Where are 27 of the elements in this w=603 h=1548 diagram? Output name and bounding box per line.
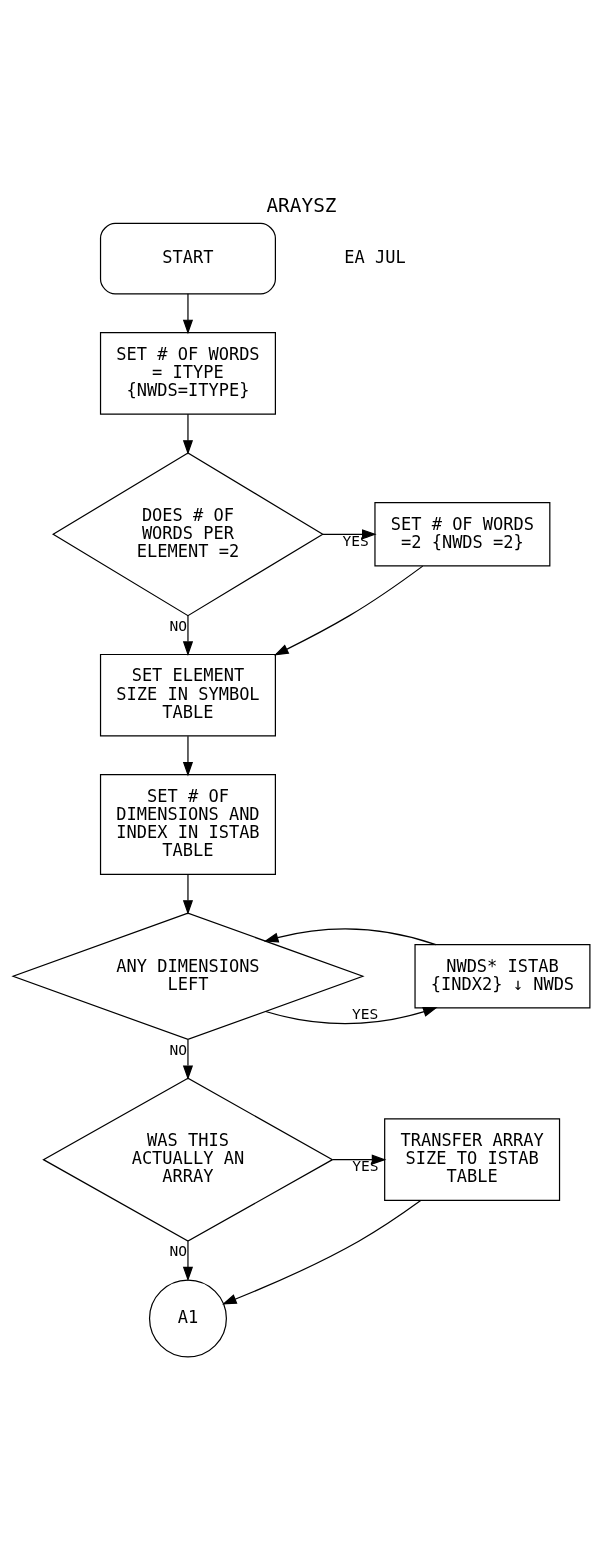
edge-label: NO xyxy=(169,1241,188,1259)
node-diamond: DOES # OF WORDS PER ELEMENT =2 xyxy=(52,451,324,616)
arrow xyxy=(274,565,424,655)
arrow xyxy=(182,1038,194,1080)
edge-label: YES xyxy=(351,1004,379,1022)
node-box: START xyxy=(99,222,276,294)
node-box: SET ELEMENT SIZE IN SYMBOL TABLE xyxy=(99,653,276,736)
node-box: SET # OF DIMENSIONS AND INDEX IN ISTAB TABLE xyxy=(99,773,276,875)
arrow xyxy=(182,292,194,334)
arrow xyxy=(182,735,194,777)
node-box: TRANSFER ARRAY SIZE TO ISTAB TABLE xyxy=(384,1117,561,1201)
node-box: NWDS* ISTAB {INDX2} ↓ NWDS xyxy=(414,943,591,1008)
arrow xyxy=(182,413,194,455)
arrow xyxy=(182,1240,194,1281)
edge-label: NO xyxy=(169,616,188,634)
diagram-title: ARAYSZ xyxy=(266,193,337,217)
arrow xyxy=(182,873,194,915)
edge-label: NO xyxy=(169,1040,188,1058)
arrow xyxy=(222,1199,422,1304)
node-box: SET # OF WORDS =2 {NWDS =2} xyxy=(374,501,551,566)
arrow xyxy=(182,614,194,656)
node-circle: A1 xyxy=(148,1278,227,1358)
label: EA JUL xyxy=(344,246,406,267)
node-box: SET # OF WORDS = ITYPE {NWDS=ITYPE} xyxy=(99,331,276,415)
arrow xyxy=(263,927,437,945)
arrow xyxy=(265,1006,438,1024)
node-diamond: WAS THIS ACTUALLY AN ARRAY xyxy=(42,1077,334,1242)
